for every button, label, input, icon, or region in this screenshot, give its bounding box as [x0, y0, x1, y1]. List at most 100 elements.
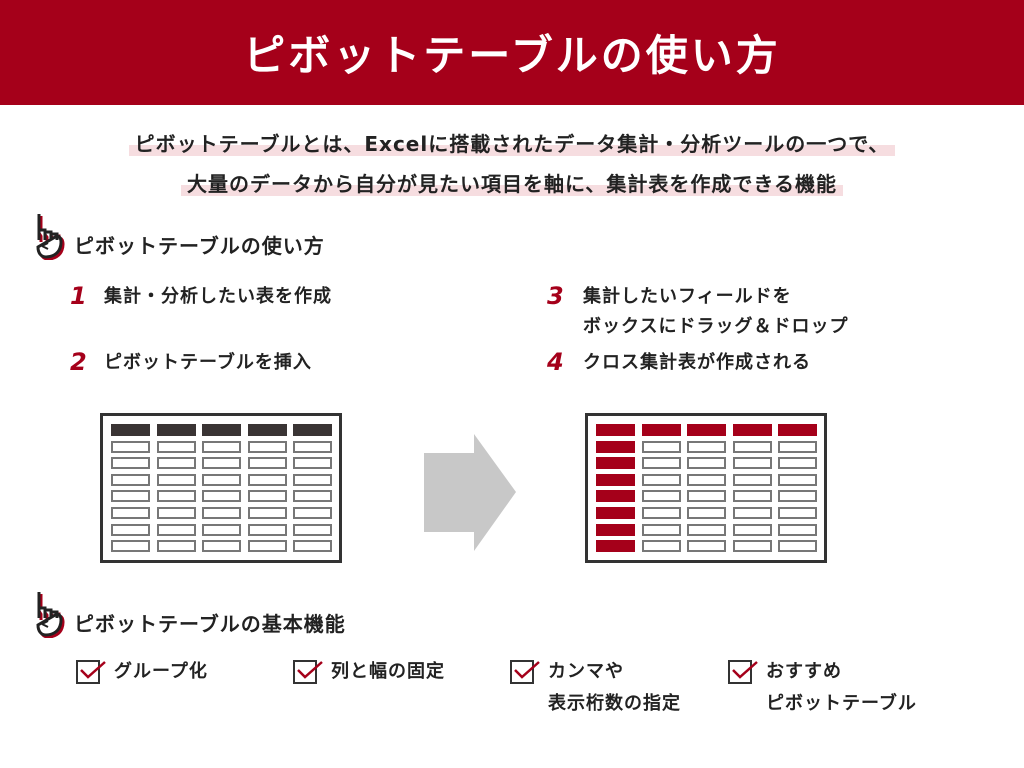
step-1-text: 集計・分析したい表を作成 [104, 286, 332, 307]
table-cell [247, 507, 287, 519]
table-header-cell [596, 424, 635, 436]
page-title: ピボットテーブルの使い方 [243, 31, 781, 80]
table-row-label-cell [596, 490, 635, 503]
feature-label: 列と幅の固定 [331, 661, 445, 682]
table-cell [732, 457, 772, 470]
table-header-cell [778, 424, 817, 436]
table-cell [111, 523, 150, 536]
table-cell [156, 440, 196, 453]
table-cell [732, 523, 772, 536]
table-cell [156, 540, 196, 553]
table-cell [202, 490, 241, 503]
table-header-cell [247, 424, 287, 436]
table-cell [247, 490, 287, 503]
table-cell [247, 473, 287, 486]
table-cell [778, 540, 817, 553]
table-cell [111, 490, 150, 503]
table-cell [202, 540, 241, 553]
table-cell [156, 457, 196, 470]
table-cell [111, 473, 150, 486]
table-cell [111, 540, 150, 553]
table-cell [293, 540, 332, 553]
table-cell [687, 523, 726, 536]
pointing-hand-icon [36, 214, 65, 260]
step-number: 2 [70, 348, 87, 376]
intro-line-1: ピボットテーブルとは、Excelに搭載されたデータ集計・分析ツールの一つで、 [0, 128, 1024, 157]
checkbox-checked-icon [728, 660, 758, 684]
table-cell [293, 507, 332, 519]
table-cell [156, 490, 196, 503]
table-cell [641, 540, 681, 553]
checkbox-checked-icon [76, 660, 106, 684]
step-number: 3 [547, 282, 564, 310]
feature-label: カンマや [548, 661, 624, 682]
table-cell [293, 473, 332, 486]
table-row-label-cell [596, 523, 635, 536]
table-cell [293, 440, 332, 453]
section-heading-usage: ピボットテーブルの使い方 [74, 234, 325, 258]
table-cell [687, 473, 726, 486]
table-cell [687, 490, 726, 503]
feature-label: グループ化 [114, 661, 208, 682]
feature-label: おすすめ [766, 661, 842, 682]
table-cell [778, 507, 817, 519]
table-cell [641, 523, 681, 536]
step-3-text-line2: ボックスにドラッグ＆ドロップ [583, 316, 849, 337]
table-row-label-cell [596, 457, 635, 470]
pointing-hand-icon [36, 592, 65, 638]
table-header-cell [202, 424, 241, 436]
table-cell [687, 507, 726, 519]
table-row-label-cell [596, 540, 635, 553]
table-cell [732, 490, 772, 503]
step-3-text-line1: 集計したいフィールドを [583, 286, 792, 307]
checkbox-checked-icon [510, 660, 540, 684]
step-2-text: ピボットテーブルを挿入 [104, 352, 312, 373]
table-cell [732, 507, 772, 519]
table-cell [778, 523, 817, 536]
table-header-cell [732, 424, 772, 436]
section-heading-features: ピボットテーブルの基本機能 [74, 612, 346, 636]
table-cell [641, 473, 681, 486]
table-header-cell [641, 424, 681, 436]
title-banner: ピボットテーブルの使い方 [0, 0, 1024, 105]
table-row-label-cell [596, 440, 635, 453]
table-cell [247, 523, 287, 536]
intro-line-2: 大量のデータから自分が見たい項目を軸に、集計表を作成できる機能 [0, 168, 1024, 197]
table-cell [156, 507, 196, 519]
table-cell [247, 457, 287, 470]
table-cell [778, 440, 817, 453]
feature-label: ピボットテーブル [766, 693, 917, 714]
source-table-illustration [100, 413, 342, 563]
table-cell [687, 440, 726, 453]
table-header-cell [293, 424, 332, 436]
table-cell [293, 490, 332, 503]
table-header-cell [687, 424, 726, 436]
right-arrow-icon [424, 434, 516, 551]
table-cell [202, 457, 241, 470]
table-cell [156, 473, 196, 486]
table-cell [293, 523, 332, 536]
table-cell [202, 507, 241, 519]
table-cell [202, 473, 241, 486]
table-row-label-cell [596, 507, 635, 519]
table-cell [111, 457, 150, 470]
step-number: 4 [547, 348, 564, 376]
table-header-cell [111, 424, 150, 436]
table-cell [641, 457, 681, 470]
feature-label: 表示桁数の指定 [548, 693, 681, 714]
table-cell [732, 540, 772, 553]
table-cell [732, 440, 772, 453]
table-cell [202, 440, 241, 453]
table-cell [202, 523, 241, 536]
pivot-table-illustration [585, 413, 827, 563]
table-cell [687, 540, 726, 553]
table-cell [641, 507, 681, 519]
table-cell [247, 440, 287, 453]
step-number: 1 [70, 282, 87, 310]
table-cell [247, 540, 287, 553]
table-cell [641, 440, 681, 453]
table-cell [293, 457, 332, 470]
intro-text-1: ピボットテーブルとは、Excelに搭載されたデータ集計・分析ツールの一つで、 [128, 132, 896, 156]
table-header-cell [156, 424, 196, 436]
step-4-text: クロス集計表が作成される [583, 352, 811, 373]
